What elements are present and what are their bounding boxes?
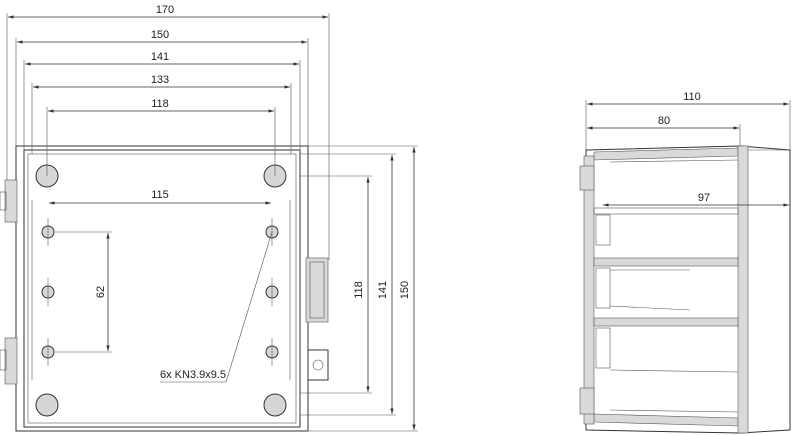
left-clip-bottom <box>4 337 18 385</box>
screw-boss-left-3 <box>41 338 55 366</box>
left-clip-top-tab <box>0 191 7 211</box>
dimension-label-62: 62 <box>95 286 107 298</box>
side-top-taper <box>593 147 739 161</box>
right-lug-hole <box>312 359 324 371</box>
dimension-label-141-width: 141 <box>151 51 169 63</box>
screw-note-leader: 6x KN3.9x9.5 <box>160 231 273 383</box>
side-rail-block-2 <box>595 267 611 309</box>
dimension-141-height: 141 <box>300 153 396 416</box>
side-rail-block-3 <box>595 327 611 369</box>
side-body-outline <box>585 145 791 434</box>
dimension-label-170: 170 <box>156 4 174 16</box>
dimension-150: 150 <box>15 29 309 146</box>
mounting-hole-bottom-left <box>35 393 59 417</box>
side-shelf-3 <box>593 317 739 327</box>
left-clip-top <box>4 179 18 223</box>
screw-boss-left-2 <box>41 278 55 306</box>
dimension-118-width: 118 <box>46 98 276 176</box>
side-rail-block-1 <box>595 214 611 246</box>
dimension-label-110: 110 <box>683 91 701 103</box>
screw-boss-right-2 <box>265 278 279 306</box>
dimension-label-97: 97 <box>698 192 710 204</box>
dimension-label-141-height: 141 <box>377 281 389 299</box>
dimension-label-80: 80 <box>658 115 670 127</box>
dimension-62: 62 <box>55 231 112 353</box>
side-bottom-taper <box>593 413 739 427</box>
dimension-label-115: 115 <box>151 189 169 201</box>
right-latch-inner <box>309 261 325 319</box>
screw-boss-right-3 <box>265 338 279 366</box>
dimension-label-150: 150 <box>151 29 169 41</box>
dimension-141-width: 141 <box>23 51 301 150</box>
dimension-133: 133 <box>31 74 292 154</box>
right-lug <box>307 349 329 381</box>
dimension-label-133: 133 <box>151 74 169 86</box>
right-latch <box>305 257 329 323</box>
dimension-80: 80 <box>587 115 741 146</box>
side-back-clip-bottom <box>579 387 595 415</box>
dimension-110: 110 <box>585 91 791 150</box>
side-back-clip-top <box>579 165 595 191</box>
front-view: 170 150 141 133 118 <box>0 4 418 432</box>
mounting-hole-bottom-right <box>263 393 287 417</box>
dimension-170: 170 <box>6 4 330 260</box>
side-shelf-1 <box>593 207 739 215</box>
dimension-label-150-height: 150 <box>399 281 411 299</box>
screw-note: 6x KN3.9x9.5 <box>160 369 226 381</box>
side-view: 110 80 97 <box>579 91 791 434</box>
dimension-115: 115 <box>49 189 271 205</box>
dimension-label-118-width: 118 <box>151 98 169 110</box>
dimension-118-height: 118 <box>300 175 372 394</box>
dimension-label-118-height: 118 <box>353 281 365 299</box>
side-back-wall <box>583 155 595 425</box>
side-flange <box>737 145 749 434</box>
screw-boss-left-1 <box>41 218 55 246</box>
dimension-150-height: 150 <box>308 145 418 432</box>
front-housing-inner <box>23 149 301 428</box>
left-clip-bottom-tab <box>0 349 7 371</box>
side-shelf-2 <box>593 257 739 267</box>
front-cover-edge <box>27 153 297 424</box>
dimension-97: 97 <box>603 192 789 207</box>
